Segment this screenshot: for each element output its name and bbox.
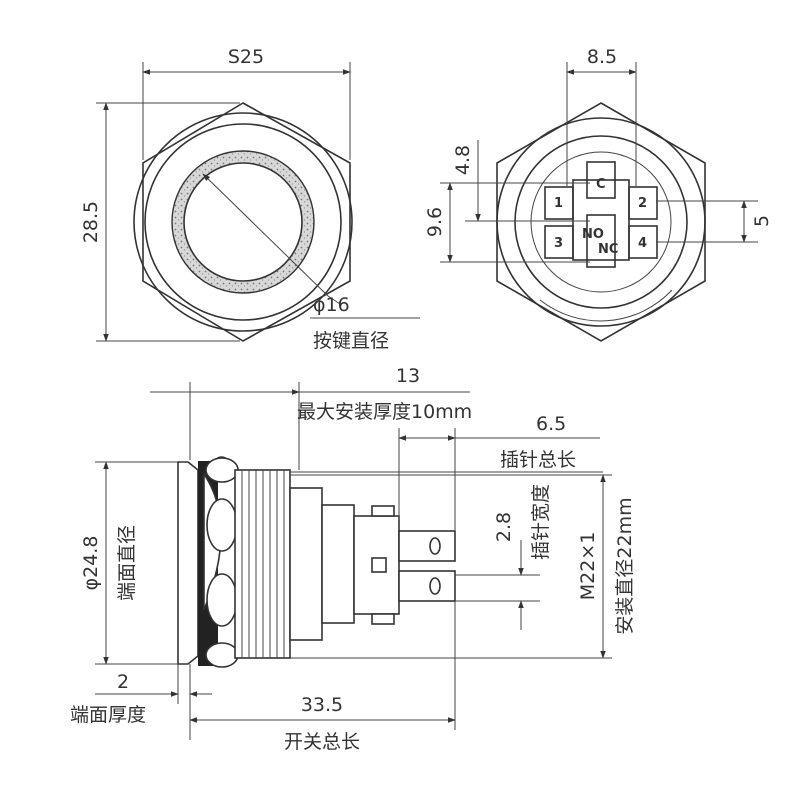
terminal-2 [628, 186, 658, 220]
rear-inner-ring [514, 135, 688, 309]
center-slot [572, 179, 630, 261]
face-diameter-label: φ24.8 [80, 536, 102, 591]
thread-lines [241, 470, 285, 658]
side-view: 13 最大安装厚度10mm 6.5 插针总长 2.8 插针宽度 φ24.8 端面… [70, 365, 636, 753]
pin-1-label: 1 [554, 196, 563, 211]
terminal-block [321, 504, 355, 624]
common-mark: C [596, 177, 606, 192]
pin-upper [398, 530, 456, 562]
nut-lobe-4 [205, 642, 239, 668]
pin-total-caption: 插针总长 [500, 449, 576, 471]
button-diameter-caption: 按键直径 [313, 330, 389, 352]
rear-outer-ring [496, 117, 706, 327]
base-tab-bottom [371, 613, 395, 625]
nut-lobe-2 [206, 498, 238, 552]
thread-label: M22×1 [577, 532, 599, 601]
dim-upper-label: 4.8 [452, 145, 474, 175]
hex-width-label: S25 [228, 46, 264, 68]
front-view: S25 28.5 φ16 按键直径 [80, 46, 420, 352]
pin-lower-hole [429, 577, 441, 595]
switch-length-label: 33.5 [301, 694, 343, 716]
base-small-tab [371, 557, 387, 573]
nut-lobe-1 [205, 457, 239, 483]
face-thickness-caption: 端面厚度 [70, 704, 146, 726]
button-cap [183, 162, 303, 282]
pin-3-label: 3 [554, 236, 563, 251]
hex-nut-outline [142, 102, 351, 342]
nc-mark: NC [598, 242, 618, 257]
rear-hex-outline [496, 102, 706, 342]
dim-13-label: 13 [396, 365, 420, 387]
base-tab-top [371, 505, 395, 517]
bezel-inner-ring [144, 123, 342, 321]
pin-total-label: 6.5 [536, 413, 566, 435]
nut-lobe-3 [206, 573, 238, 627]
front-face [177, 461, 199, 665]
no-mark: NO [582, 227, 604, 242]
hex-height-label: 28.5 [80, 201, 102, 243]
face-diameter-caption: 端面直径 [116, 525, 138, 601]
dim-right-label: 5 [751, 215, 773, 227]
terminal-span-label: 8.5 [587, 46, 617, 68]
rear-view: 1 2 3 4 C NO NC 8.5 4.8 9.6 5 [424, 46, 773, 342]
switch-body-circle [530, 151, 672, 293]
mount-hole-label: 安装直径22mm [614, 497, 636, 634]
max-mount-thickness-label: 最大安装厚度10mm [297, 401, 472, 423]
switch-housing [289, 487, 323, 641]
pin-width-caption: 插针宽度 [530, 484, 552, 560]
rear-thread-arc [539, 289, 673, 322]
face-thickness-label: 2 [117, 671, 129, 693]
pin-upper-hole [429, 537, 441, 555]
pin-lower [398, 570, 456, 602]
bezel-outer-ring [133, 112, 353, 332]
pin-2-label: 2 [638, 196, 647, 211]
button-diameter-line [202, 173, 329, 297]
button-diameter-label: φ16 [313, 294, 350, 316]
switch-length-caption: 开关总长 [284, 731, 360, 753]
pin-width-label: 2.8 [493, 512, 515, 542]
button-diameter-leader [327, 295, 341, 305]
pin-4-label: 4 [638, 236, 647, 251]
terminal-3 [544, 225, 574, 259]
dim-total-label: 9.6 [424, 207, 446, 237]
terminal-contact [586, 214, 616, 268]
